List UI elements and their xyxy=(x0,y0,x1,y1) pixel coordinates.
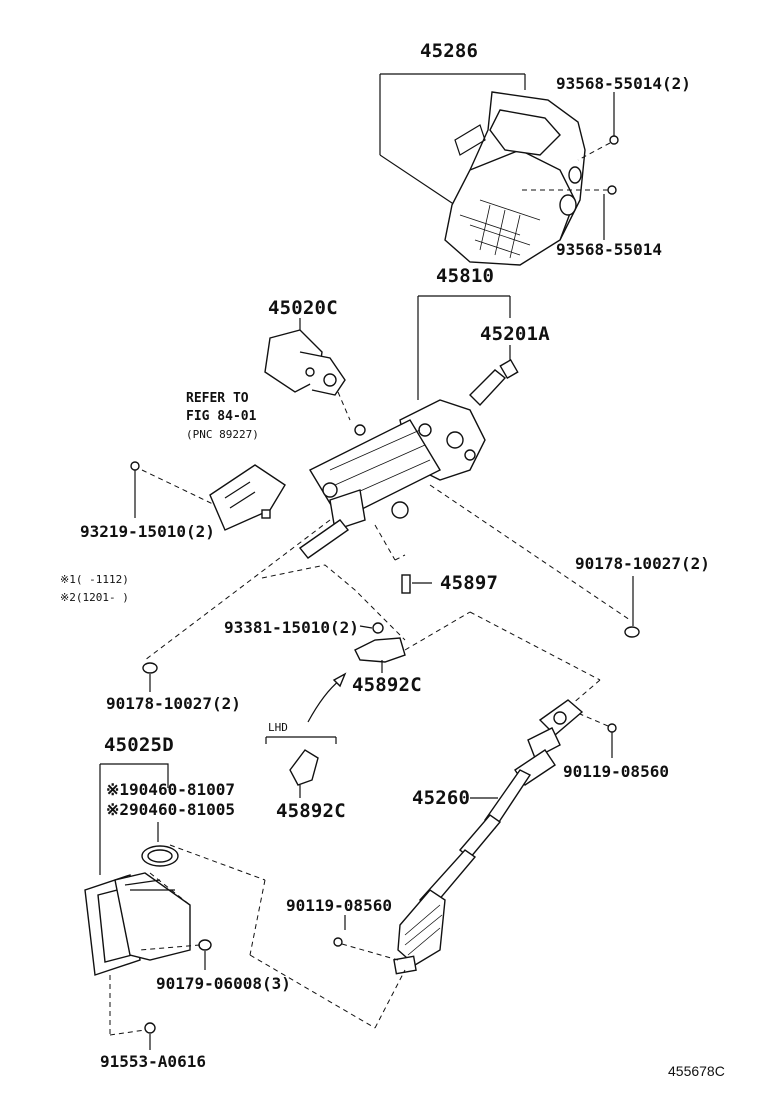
label-90460-81007: ※190460-81007 xyxy=(106,780,235,799)
lock-housing-drawing xyxy=(264,329,351,421)
column-cover-drawing xyxy=(379,73,619,266)
note-1: ※1( -1112) xyxy=(60,573,129,586)
column-assy-leaders xyxy=(299,295,511,400)
label-91553-A0616: 91553-A0616 xyxy=(100,1052,206,1071)
bolt-45897-drawing xyxy=(401,574,432,594)
column-hole-cover-drawing xyxy=(84,763,406,1050)
label-refer-to: REFER TO xyxy=(186,391,249,406)
lhd-drawing xyxy=(265,672,347,798)
label-45020C: 45020C xyxy=(268,297,338,319)
label-93568-55014-qty2: 93568-55014(2) xyxy=(556,74,691,93)
label-45892C-lhd: 45892C xyxy=(276,800,346,822)
label-93381-15010: 93381-15010(2) xyxy=(224,618,359,637)
label-45260: 45260 xyxy=(412,787,471,809)
label-93568-55014: 93568-55014 xyxy=(556,240,662,259)
label-90178-10027-right: 90178-10027(2) xyxy=(575,554,710,573)
label-90179-06008: 90179-06008(3) xyxy=(156,974,291,993)
label-45810: 45810 xyxy=(436,265,495,287)
label-45897: 45897 xyxy=(440,572,499,594)
label-45201A: 45201A xyxy=(480,323,550,345)
label-fig-ref: FIG 84-01 xyxy=(186,409,257,424)
intermediate-shaft-drawing xyxy=(333,699,617,975)
bracket-drawing xyxy=(261,564,601,711)
label-45025D: 45025D xyxy=(104,734,174,756)
label-90119-08560-left: 90119-08560 xyxy=(286,896,392,915)
note-2: ※2(1201- ) xyxy=(60,591,129,604)
label-45892C-main: 45892C xyxy=(352,674,422,696)
figure-id: 455678C xyxy=(668,1063,725,1079)
label-45286: 45286 xyxy=(420,40,479,62)
module-drawing xyxy=(130,461,286,531)
label-90460-81005: ※290460-81005 xyxy=(106,800,235,819)
nuts-drawing xyxy=(142,576,640,692)
label-pnc-ref: (PNC 89227) xyxy=(186,428,259,441)
label-93219-15010: 93219-15010(2) xyxy=(80,522,215,541)
label-lhd: LHD xyxy=(268,721,288,734)
steering-column-drawing xyxy=(144,358,631,661)
label-90178-10027-left: 90178-10027(2) xyxy=(106,694,241,713)
label-90119-08560-right: 90119-08560 xyxy=(563,762,669,781)
